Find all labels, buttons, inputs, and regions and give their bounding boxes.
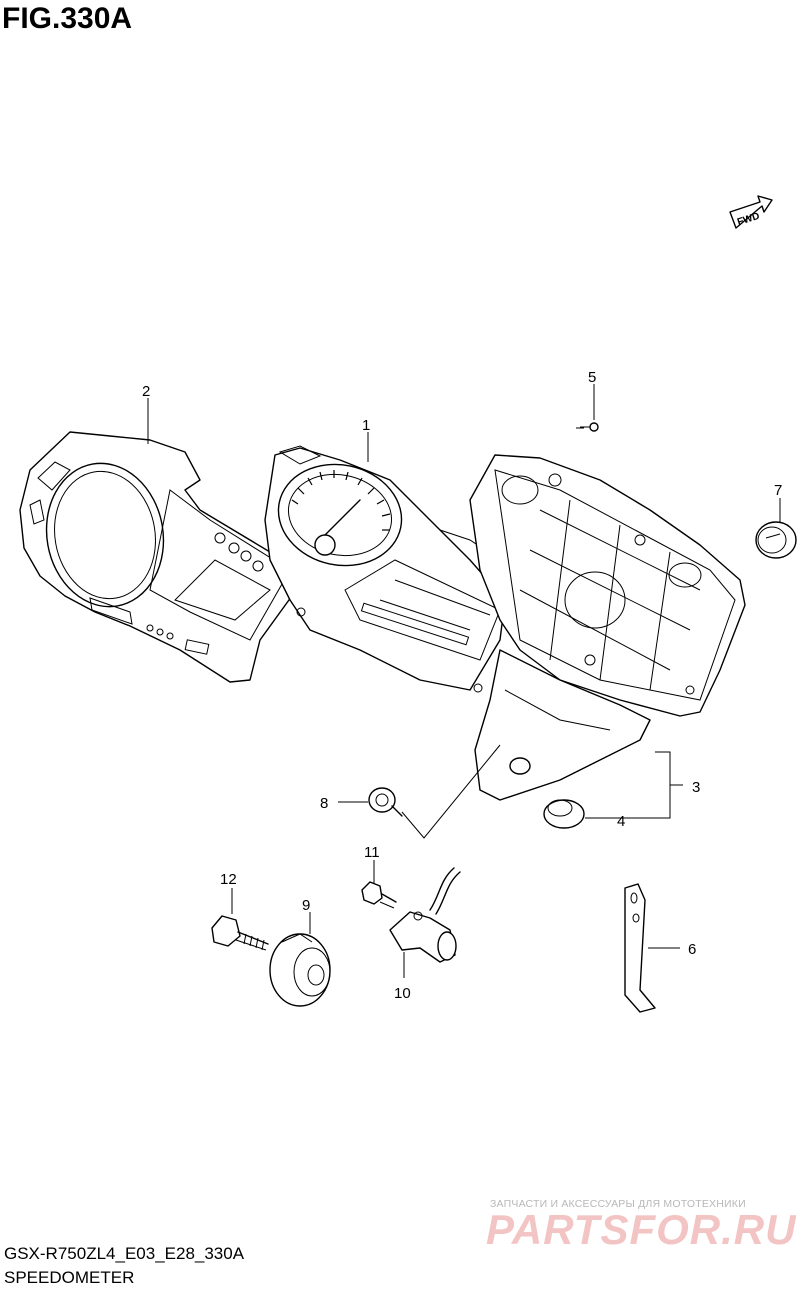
section-name: SPEEDOMETER — [4, 1268, 135, 1287]
callout-6: 6 — [688, 941, 696, 958]
figure-title: FIG.330A — [2, 2, 133, 35]
grommet-icon — [755, 521, 797, 559]
screw-icon — [580, 422, 599, 432]
callout-5: 5 — [588, 369, 596, 386]
meter-case-icon — [469, 454, 746, 801]
model-code: GSX-R750ZL4_E03_E28_330A — [4, 1244, 245, 1263]
callout-10: 10 — [394, 985, 411, 1002]
callout-2: 2 — [142, 383, 150, 400]
callout-3: 3 — [692, 779, 700, 796]
leader-lines — [147, 384, 781, 978]
bolt-icon — [368, 787, 403, 817]
bolt-icon — [211, 915, 269, 951]
callout-8: 8 — [320, 795, 328, 812]
callout-4: 4 — [617, 813, 625, 830]
cushion-icon — [269, 933, 331, 1007]
cushion-icon — [543, 799, 585, 829]
callout-9: 9 — [302, 897, 310, 914]
callout-numbers: 2 1 5 7 8 3 4 12 9 11 10 6 — [142, 369, 782, 1002]
callout-1: 1 — [362, 417, 370, 434]
watermark-logo: PARTSFOR.RU — [486, 1206, 797, 1253]
fwd-arrow-icon: FWD — [729, 195, 773, 229]
watermark-tagline: ЗАПЧАСТИ И АКСЕССУАРЫ ДЛЯ МОТОТЕХНИКИ — [490, 1198, 746, 1210]
speedometer-assembly-icon — [264, 445, 506, 693]
callout-12: 12 — [220, 871, 237, 888]
clamp-icon — [624, 883, 656, 1013]
bolt-icon — [361, 881, 397, 909]
callout-11: 11 — [364, 844, 380, 861]
speed-sensor-icon — [389, 867, 461, 963]
callout-7: 7 — [774, 482, 782, 499]
meter-cover-icon — [19, 431, 303, 683]
